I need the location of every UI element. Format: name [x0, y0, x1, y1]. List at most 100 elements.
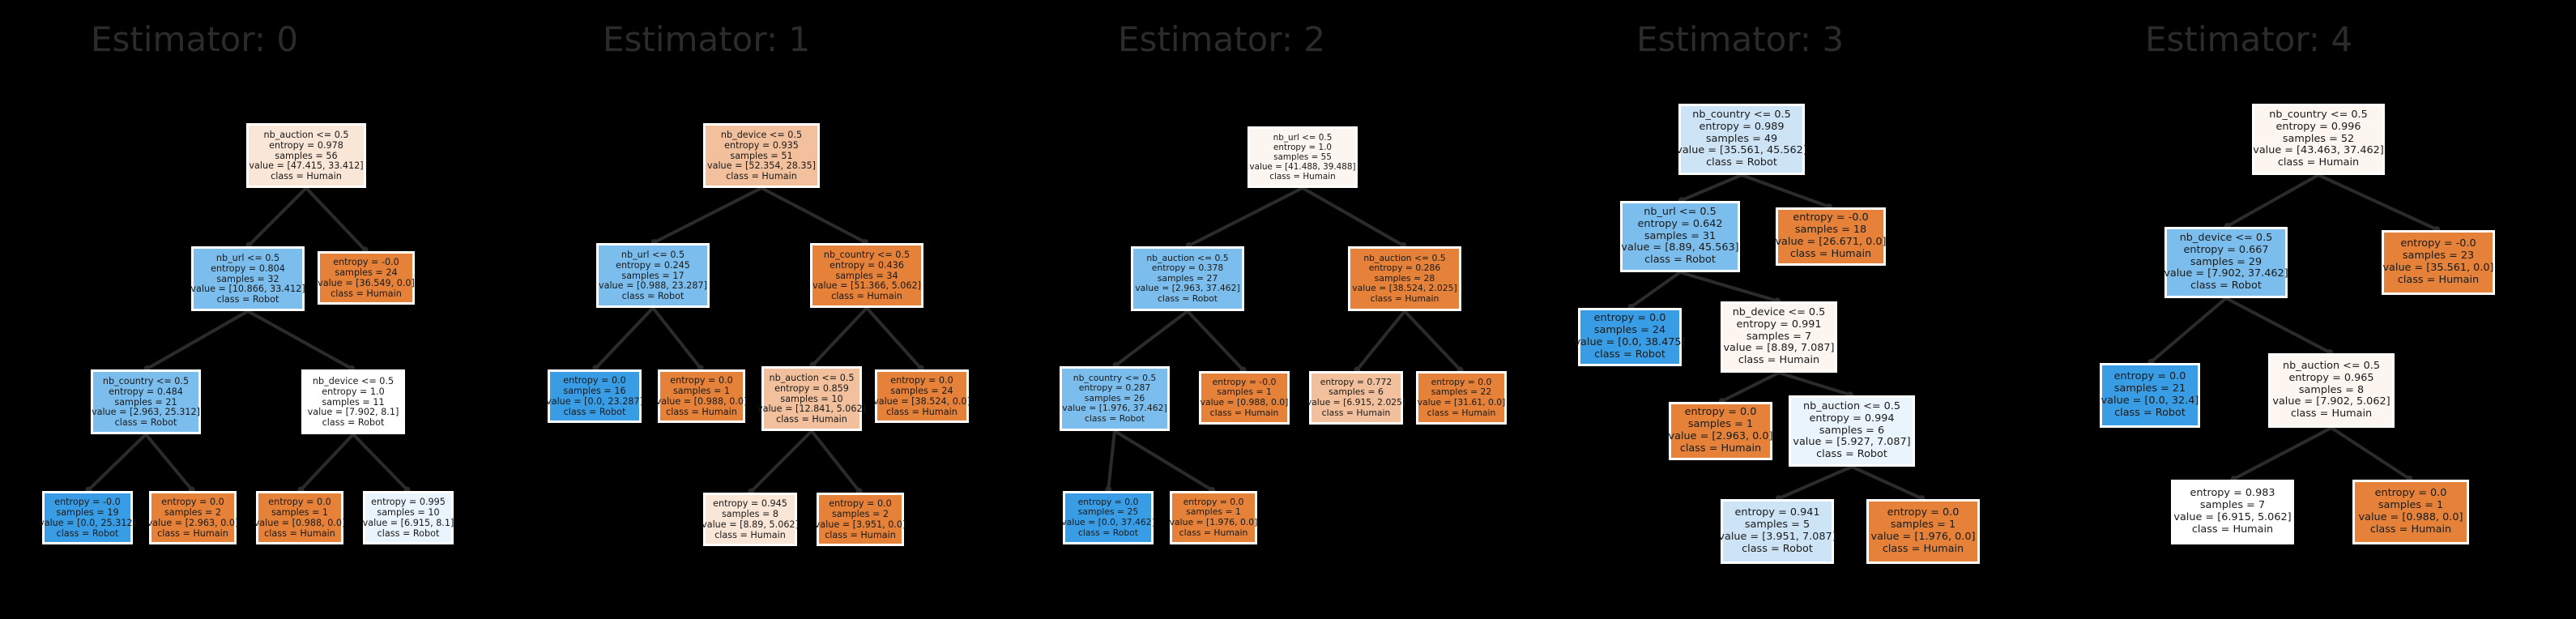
- tree-node-line: entropy = 0.965: [2288, 371, 2374, 384]
- tree-node-line: entropy = 0.0: [890, 375, 953, 386]
- tree-node-line: entropy = 0.935: [724, 139, 799, 151]
- tree-node-line: class = Humain: [776, 414, 847, 425]
- tree-node-line: entropy = 0.436: [830, 259, 904, 271]
- tree-node-line: samples = 6: [1329, 386, 1384, 398]
- tree-node-line: class = Robot: [2190, 280, 2262, 292]
- tree-node-line: value = [6.915, 8.1]: [362, 518, 454, 528]
- tree-node-line: samples = 10: [377, 507, 440, 519]
- tree-node-line: nb_url <= 0.5: [621, 249, 685, 260]
- tree-node-line: samples = 51: [730, 150, 793, 161]
- tree-node-line: class = Humain: [2369, 523, 2452, 536]
- tree-node-line: entropy = 0.0: [829, 498, 892, 510]
- tree-node-line: value = [3.951, 7.087]: [1718, 531, 1836, 543]
- tree-node-line: nb_country <= 0.5: [2269, 108, 2368, 121]
- tree-node-line: entropy = 0.978: [269, 139, 343, 151]
- tree-node-line: class = Humain: [1269, 172, 1336, 182]
- tree-node-line: value = [6.915, 5.062]: [2173, 511, 2292, 523]
- panel-title-estimator-2: Estimator: 2: [1118, 19, 1326, 59]
- tree-node-line: class = Humain: [1738, 354, 1820, 367]
- tree-edge: [1850, 465, 1925, 501]
- tree-edge: [593, 306, 655, 371]
- tree-node-line: nb_auction <= 0.5: [1146, 252, 1229, 263]
- tree-node-line: class = Humain: [1321, 407, 1391, 418]
- tree-node-line: class = Robot: [377, 527, 440, 539]
- tree-node-line: value = [35.561, 45.562]: [1676, 144, 1807, 157]
- tree-edge: [2231, 426, 2333, 481]
- tree-node-line: samples = 1: [1186, 506, 1241, 518]
- tree-node-line: entropy = 0.0: [1887, 506, 1960, 519]
- tree-node-line: samples = 1: [1687, 418, 1754, 431]
- tree-node-line: entropy = 0.245: [616, 259, 690, 271]
- tree-node-line: value = [0.988, 0.0]: [254, 518, 346, 528]
- tree-node-line: samples = 28: [1374, 272, 1435, 284]
- tree-node-line: value = [12.841, 5.062]: [757, 403, 867, 415]
- tree-node-line: samples = 21: [2113, 382, 2186, 395]
- tree-node-line: samples = 18: [1794, 224, 1867, 237]
- tree-node-line: nb_device <= 0.5: [1732, 305, 1826, 318]
- tree-node-line: nb_device <= 0.5: [312, 375, 395, 386]
- tree-edge: [2148, 297, 2228, 365]
- tree-node-line: nb_auction <= 0.5: [2282, 359, 2381, 372]
- tree-node-line: samples = 16: [563, 386, 626, 397]
- tree-node-line: class = Robot: [1077, 527, 1139, 538]
- tree-node-line: value = [26.671, 0.0]: [1775, 236, 1887, 248]
- tree-node-line: samples = 8: [2298, 383, 2365, 396]
- tree-edge: [1678, 271, 1781, 303]
- tree-node-line: samples = 7: [1746, 330, 1812, 343]
- tree-node-line: value = [10.866, 33.412]: [190, 284, 305, 295]
- tree-node-line: class = Robot: [216, 294, 279, 305]
- tree-edge: [1719, 371, 1781, 403]
- tree-node-line: class = Humain: [157, 527, 228, 539]
- tree-node-line: entropy = 0.642: [1637, 217, 1723, 230]
- tree-node-line: entropy = 0.0: [563, 375, 626, 386]
- tree-node-line: samples = 2: [831, 509, 889, 520]
- tree-node-line: value = [38.524, 2.025]: [1352, 283, 1457, 294]
- tree-node-line: value = [8.89, 45.563]: [1621, 241, 1739, 254]
- tree-node-line: value = [6.915, 2.025]: [1306, 397, 1406, 408]
- tree-node-line: value = [8.89, 5.062]: [702, 519, 799, 530]
- tree-edge: [1628, 271, 1682, 310]
- tree-edge: [651, 306, 703, 371]
- tree-edge: [1740, 173, 1832, 209]
- tree-node-line: samples = 55: [1273, 152, 1332, 162]
- tree-node-line: entropy = 0.286: [1368, 263, 1441, 274]
- tree-node-line: entropy = 0.996: [2275, 120, 2361, 133]
- tree-edge: [2317, 173, 2440, 232]
- tree-edge: [1354, 310, 1406, 373]
- tree-node-line: samples = 32: [216, 273, 279, 284]
- tree-edge: [1403, 310, 1463, 373]
- tree-node-line: entropy = 0.989: [1699, 120, 1785, 133]
